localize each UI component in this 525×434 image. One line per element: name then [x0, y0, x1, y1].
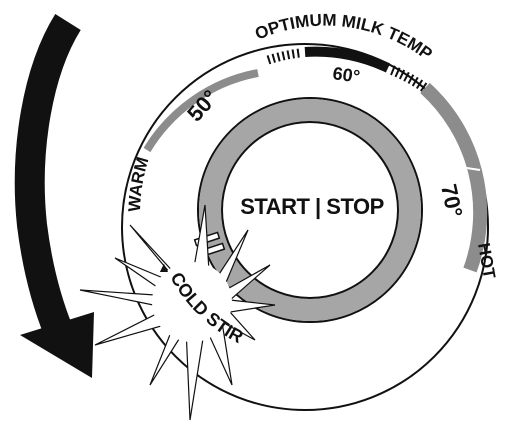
- cold-burst-icon: [79, 204, 276, 421]
- cold-stir-marker: ▲: [157, 259, 171, 275]
- rotation-arrow-icon: [14, 14, 94, 378]
- start-stop-label[interactable]: START | STOP: [240, 194, 384, 219]
- inner-ring: [197, 97, 423, 323]
- temperature-scale: [143, 46, 488, 273]
- temp-60-label: 60°: [331, 63, 361, 87]
